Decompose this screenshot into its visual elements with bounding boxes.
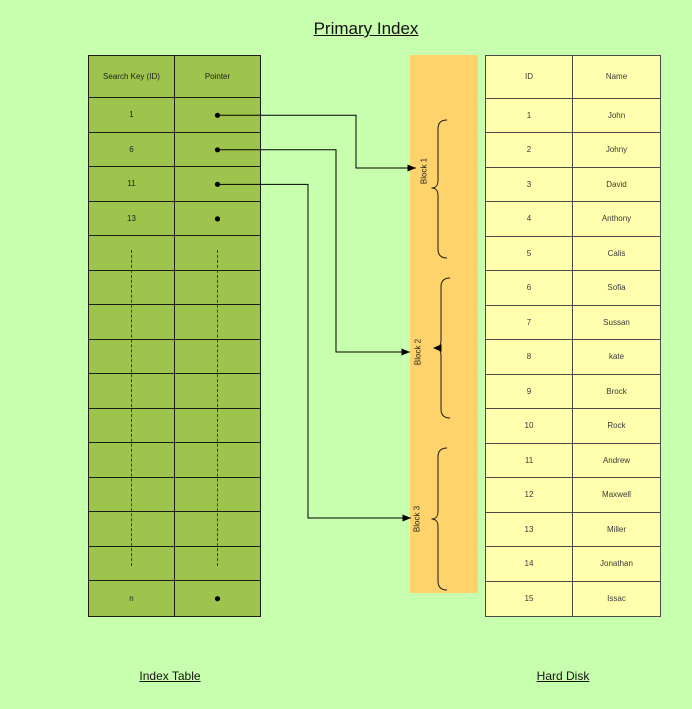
disk-id-cell: 1 [486, 98, 573, 133]
disk-name-cell: Issac [607, 594, 626, 604]
disk-name-cell: Jonathan [573, 547, 660, 582]
index-pointer-cell [175, 581, 260, 616]
disk-id-cell: 14 [486, 547, 573, 582]
disk-name-cell: Anthony [573, 202, 660, 237]
index-key-cell [89, 443, 175, 478]
block-3-label: Block 3 [412, 505, 422, 533]
index-pointer-cell [175, 167, 260, 202]
index-key-cell [89, 546, 175, 582]
disk-name-cell: kate [573, 340, 660, 375]
disk-id-cell: 15 [486, 581, 573, 616]
page-title: Primary Index [313, 19, 419, 38]
disk-name-cell: Sofia [573, 271, 660, 306]
disk-name-cell: Calis [573, 237, 660, 271]
disk-name-cell: Rock [573, 409, 660, 444]
disk-col-header-name: Name [573, 56, 660, 99]
disk-id-cell: 12 [486, 478, 573, 513]
block-1-label: Block 1 [419, 157, 429, 185]
disk-name-cell: Sussan [573, 306, 660, 340]
hard-disk-caption: Hard Disk [536, 669, 590, 683]
index-pointer-cell [175, 547, 260, 582]
index-key-cell: 1 [89, 98, 175, 133]
index-key-cell: n [89, 581, 175, 616]
disk-id-cell: 3 [486, 167, 573, 202]
ellipsis-dotted-line [217, 250, 218, 566]
disk-id-cell: 10 [486, 409, 573, 444]
disk-col-header-id: ID [486, 56, 573, 99]
index-key-cell [89, 512, 175, 547]
disk-name-cell: Miller [573, 513, 660, 547]
disk-id-cell: 2 [486, 133, 573, 168]
disk-name-cell: John [573, 99, 660, 133]
index-key-cell [89, 374, 175, 409]
disk-id-cell: 7 [486, 305, 573, 340]
index-key-cell [89, 236, 175, 271]
disk-id-cell: 5 [486, 236, 573, 271]
disk-id-cell: 9 [486, 374, 573, 409]
disk-name-cell: Brock [573, 375, 660, 409]
index-key-cell [89, 305, 175, 340]
disk-id-cell: 11 [486, 443, 573, 478]
index-key-cell [89, 270, 175, 306]
index-pointer-cell [175, 202, 260, 237]
disk-id-cell: 4 [486, 202, 573, 237]
index-key-cell [89, 477, 175, 513]
index-key-cell: 6 [89, 132, 175, 168]
disk-name-cell: Johny [573, 133, 660, 168]
disk-id-cell: 13 [486, 512, 573, 547]
disk-name-cell: David [573, 168, 660, 202]
index-pointer-cell [175, 133, 260, 168]
index-key-cell: 13 [89, 201, 175, 237]
disk-id-cell: 8 [486, 340, 573, 375]
index-col-header-pointer: Pointer [175, 56, 260, 98]
index-key-cell: 11 [89, 167, 175, 202]
index-table-caption: Index Table [139, 669, 201, 683]
index-key-cell [89, 408, 175, 444]
index-pointer-cell [175, 98, 260, 133]
index-key-cell [89, 339, 175, 375]
index-col-header-search-key: Search Key (ID) [89, 56, 175, 98]
ellipsis-dotted-line [130, 250, 132, 566]
disk-name-cell: Maxwell [573, 478, 660, 513]
disk-name-cell: Andrew [573, 444, 660, 478]
disk-id-cell: 6 [486, 271, 573, 306]
block-2-label: Block 2 [413, 338, 423, 366]
